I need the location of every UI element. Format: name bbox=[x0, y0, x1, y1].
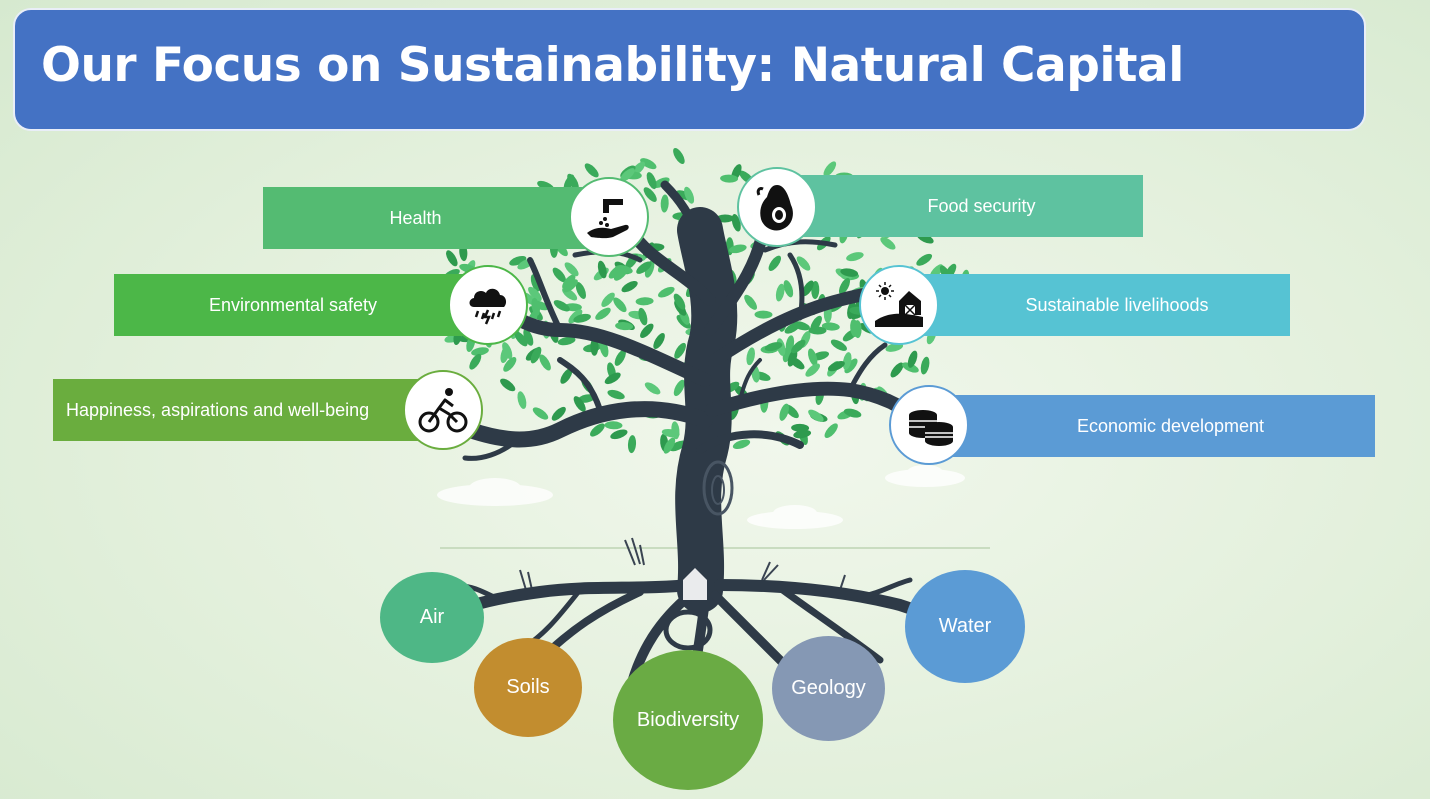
health-icon-circle bbox=[569, 177, 649, 257]
title-banner: Our Focus on Sustainability: Natural Cap… bbox=[13, 8, 1366, 131]
cyclist-icon bbox=[418, 388, 468, 433]
root-air: Air bbox=[380, 572, 484, 663]
hand-water-tap-icon bbox=[587, 199, 629, 239]
benefit-label-sustainable-livelihoods: Sustainable livelihoods bbox=[1025, 294, 1209, 315]
farm-barn-icon bbox=[875, 282, 923, 327]
benefit-box-sustainable-livelihoods: Sustainable livelihoods bbox=[900, 274, 1290, 336]
benefit-box-economic-development: Economic development bbox=[930, 395, 1375, 457]
root-biodiversity: Biodiversity bbox=[613, 650, 763, 790]
avocado-icon bbox=[756, 185, 793, 231]
benefit-label-health: Health bbox=[389, 207, 442, 228]
root-label-soils: Soils bbox=[506, 676, 550, 698]
storm-cloud-icon bbox=[469, 288, 507, 325]
sustainable-livelihoods-icon-circle bbox=[859, 265, 939, 345]
cloud-decoration bbox=[437, 465, 965, 529]
coins-icon bbox=[909, 410, 953, 446]
root-label-water: Water bbox=[938, 615, 992, 637]
environmental-safety-icon-circle bbox=[448, 265, 528, 345]
benefit-label-environmental-safety: Environmental safety bbox=[208, 294, 378, 315]
root-geology: Geology bbox=[772, 636, 885, 741]
page-title: Our Focus on Sustainability: Natural Cap… bbox=[41, 38, 1184, 93]
food-security-icon-circle bbox=[737, 167, 817, 247]
economic-development-icon-circle bbox=[889, 385, 969, 465]
benefit-box-environmental-safety: Environmental safety bbox=[114, 274, 484, 336]
benefit-label-food-security: Food security bbox=[927, 195, 1036, 216]
benefit-box-happiness: Happiness, aspirations and well-being bbox=[53, 379, 443, 441]
benefit-label-economic-development: Economic development bbox=[1076, 415, 1265, 436]
benefit-label-happiness: Happiness, aspirations and well-being bbox=[66, 399, 370, 420]
benefit-box-health: Health bbox=[263, 187, 593, 249]
root-label-geology: Geology bbox=[791, 677, 866, 699]
root-soils: Soils bbox=[474, 638, 582, 737]
root-label-biodiversity: Biodiversity bbox=[636, 708, 740, 731]
benefit-box-food-security: Food security bbox=[780, 175, 1143, 237]
happiness-icon-circle bbox=[403, 370, 483, 450]
root-label-air: Air bbox=[419, 606, 445, 628]
root-water: Water bbox=[905, 570, 1025, 683]
